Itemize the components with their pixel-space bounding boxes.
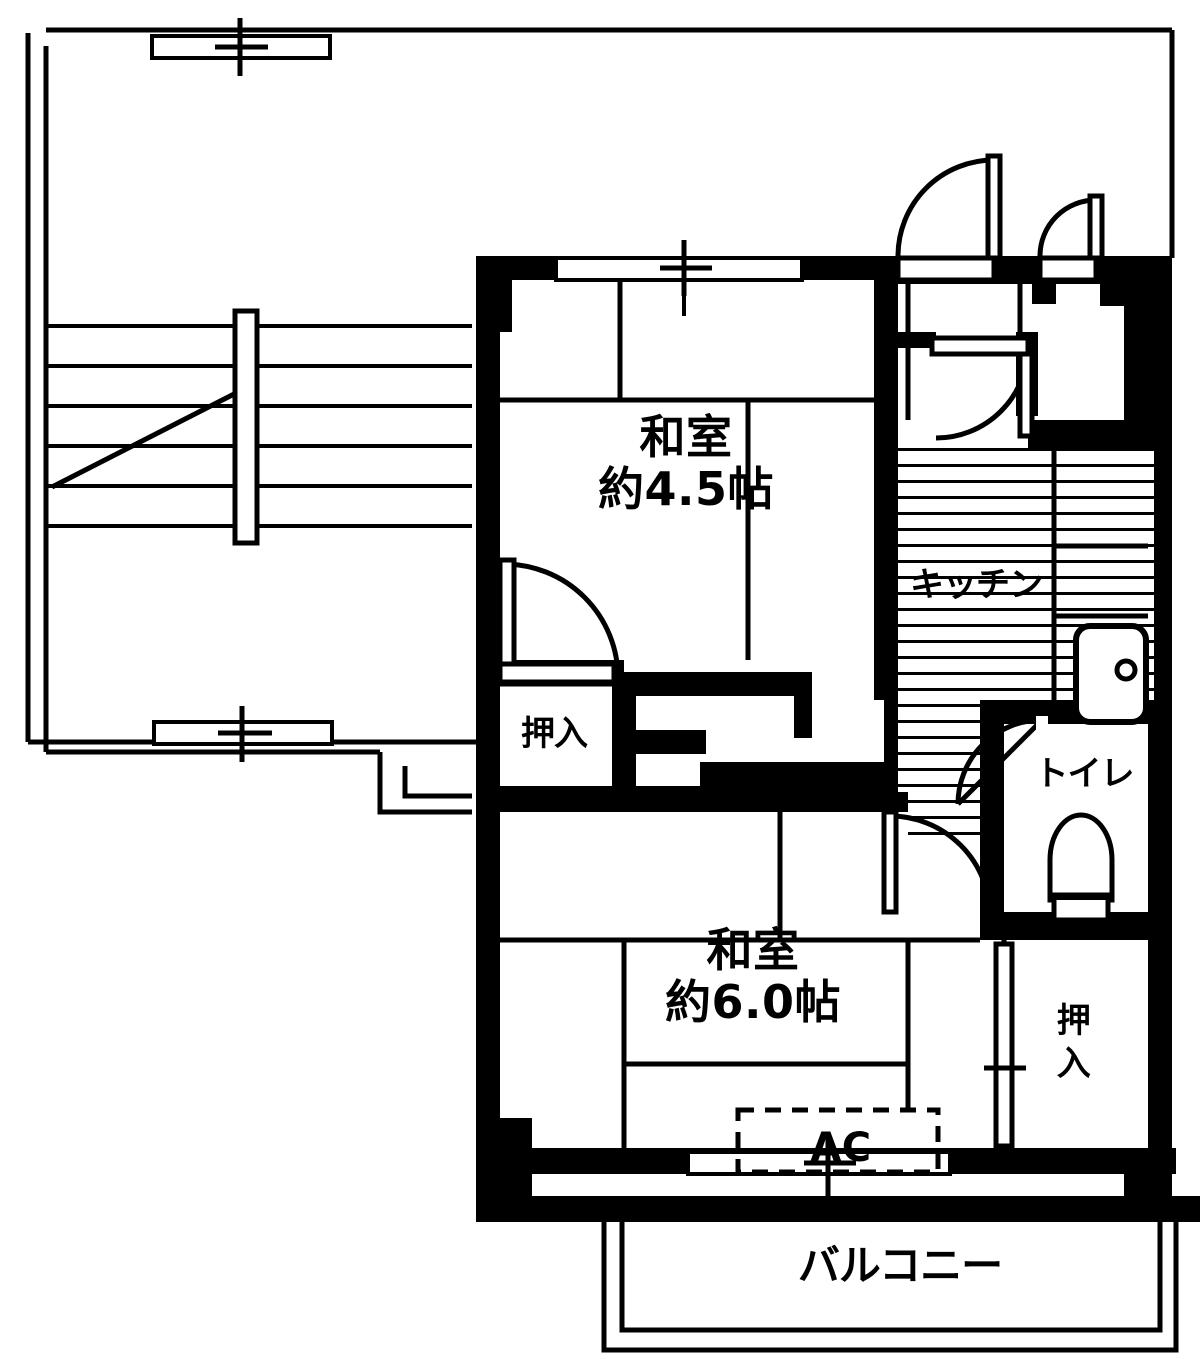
ac-unit-outline (735, 1107, 941, 1175)
unit-walls (476, 256, 1200, 1222)
washitsu-large-name: 和室 (706, 923, 800, 977)
building-outline (25, 27, 1175, 755)
room-label-closet-right: 押 入 (1046, 1000, 1102, 1085)
toilet-bowl-icon (1047, 812, 1115, 923)
washitsu-small-name: 和室 (639, 410, 733, 464)
toilet-door-swing (955, 716, 1048, 806)
closet-right-char2: 入 (1056, 1043, 1092, 1084)
room-door-swing (881, 809, 993, 917)
entrance-door-main (895, 153, 1003, 283)
room-label-toilet: トイレ (1034, 754, 1135, 794)
sliding-door-symbol (984, 941, 1026, 1149)
sliding-window-symbol (686, 1136, 952, 1212)
sliding-window-symbol (554, 240, 804, 316)
sink-icon (1073, 623, 1149, 725)
closet-right-char1: 押 (1056, 1001, 1092, 1041)
stairs-icon (48, 308, 472, 546)
room-label-closet-left: 押入 (521, 714, 588, 754)
room-label-kitchen: キッチン (910, 565, 1043, 605)
entrance-door-secondary (1037, 193, 1105, 283)
washitsu-large-size: 約6.0帖 (665, 974, 841, 1029)
room-label-washitsu-small: 和室 約4.5帖 (556, 410, 816, 516)
ac-unit-label: AC (810, 1125, 872, 1171)
sliding-window-symbol (150, 18, 332, 76)
sliding-window-symbol (152, 706, 334, 762)
corridor-notch (377, 752, 472, 815)
closet-door-swing (497, 557, 621, 685)
room-label-washitsu-large: 和室 約6.0帖 (608, 923, 898, 1029)
balcony-outline (601, 1222, 1179, 1353)
foyer-door (929, 335, 1035, 441)
room-label-balcony: バルコニー (797, 1241, 1003, 1290)
washitsu-small-size: 約4.5帖 (598, 461, 774, 516)
